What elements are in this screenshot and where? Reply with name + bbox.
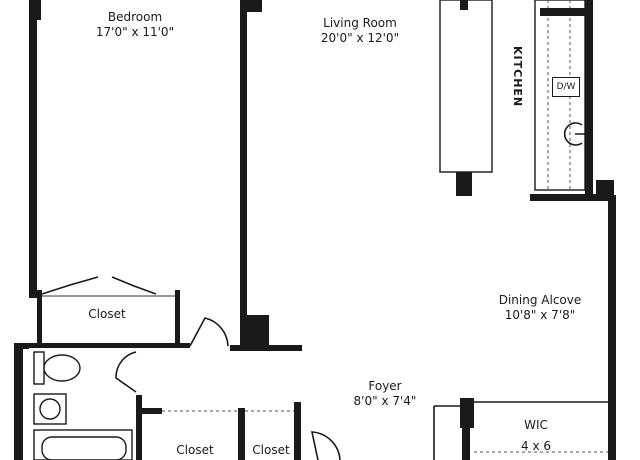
bedroom-closet-west — [37, 290, 42, 345]
kitchen-label: KITCHEN — [511, 46, 524, 108]
bath-sink-basin — [39, 398, 61, 420]
dishwasher-label: D/W — [552, 77, 580, 97]
living-column — [247, 315, 269, 347]
closet-a-label: Closet — [176, 443, 214, 457]
hall-wall-right — [230, 345, 302, 351]
bedroom-living-wall-cap — [240, 0, 262, 12]
wic-west-wall — [462, 428, 470, 460]
dining-east-wall — [608, 195, 616, 460]
bath-east-wall — [136, 395, 142, 460]
wic-dims: 4 x 6 — [521, 439, 551, 453]
kitchen-east-wall — [585, 0, 593, 198]
bedroom-top-stub — [29, 0, 41, 20]
bath-west-wall — [14, 343, 23, 460]
closet-bifold-door-left — [41, 276, 99, 295]
living-room-dims: 20'0" x 12'0" — [320, 31, 400, 45]
kitchen-counter-foot — [456, 172, 472, 196]
kitchen-bottom-wall — [530, 194, 610, 201]
bedroom-closet-label: Closet — [88, 307, 126, 321]
kitchen-cap — [540, 8, 588, 16]
bedroom-closet-bottom — [14, 343, 180, 348]
toilet-tank — [33, 351, 45, 385]
kitchen-counter-island — [439, 0, 493, 173]
bedroom-dims: 17'0" x 11'0" — [95, 25, 175, 39]
toilet-bowl — [43, 354, 81, 382]
bathtub-inner — [41, 436, 127, 460]
kitchen-top-stub — [460, 0, 468, 10]
entry-door-swing — [310, 431, 341, 460]
bedroom-label: Bedroom 17'0" x 11'0" — [70, 10, 200, 40]
foyer-label: Foyer 8'0" x 7'4" — [335, 379, 435, 409]
hall-wall-upper — [180, 343, 190, 348]
bedroom-name: Bedroom — [107, 10, 163, 24]
bath-top-wall — [23, 343, 29, 349]
living-room-label: Living Room 20'0" x 12'0" — [290, 16, 430, 46]
bedroom-closet-east — [175, 290, 180, 348]
bedroom-living-wall — [240, 0, 247, 345]
wic-label: WIC 4 x 6 — [506, 415, 566, 457]
dining-alcove-dims: 10'8" x 7'8" — [504, 308, 576, 322]
hall-door-swing — [189, 317, 229, 347]
closet-a-b-divider — [238, 408, 245, 460]
bedroom-west-wall — [29, 0, 37, 298]
dining-alcove-label: Dining Alcove 10'8" x 7'8" — [480, 293, 600, 323]
foyer-dims: 8'0" x 7'4" — [353, 394, 417, 408]
closet-a-top-wall — [142, 408, 162, 414]
wic-door-swing — [433, 405, 460, 460]
closet-b-top-wall — [294, 402, 301, 460]
living-room-name: Living Room — [323, 16, 397, 30]
wic-west-column — [460, 398, 474, 428]
dining-alcove-name: Dining Alcove — [498, 293, 582, 307]
bath-door-swing — [115, 351, 137, 393]
foyer-name: Foyer — [368, 379, 402, 393]
closet-bifold-door-right — [111, 276, 157, 295]
kitchen-sink — [563, 122, 589, 146]
wic-name: WIC — [524, 418, 548, 432]
closet-b-label: Closet — [252, 443, 290, 457]
